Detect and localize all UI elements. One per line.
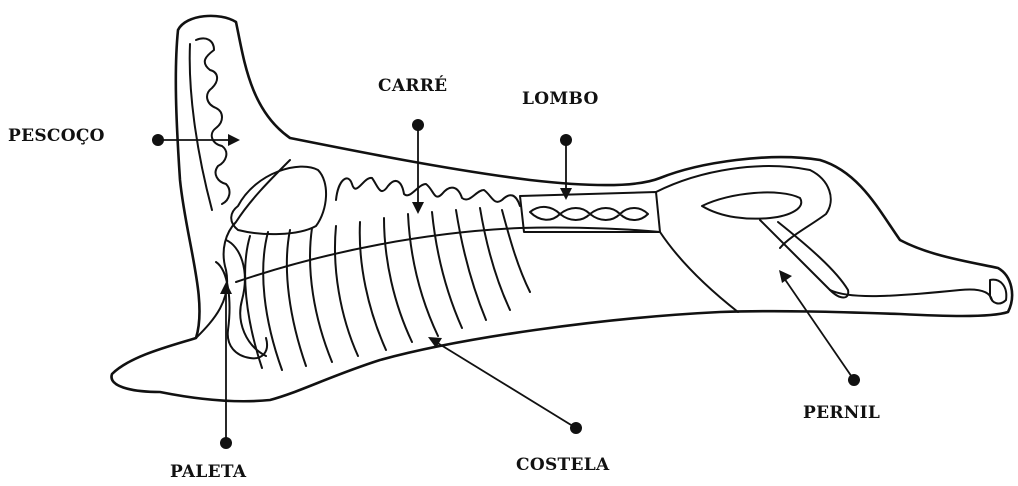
costela-arrow-icon <box>428 337 442 348</box>
pernil-leader <box>784 278 854 380</box>
lombo-arrow-icon <box>560 188 572 200</box>
costela-leader <box>436 342 576 428</box>
label-paleta: PALETA <box>170 462 246 482</box>
label-pernil: PERNIL <box>803 403 880 423</box>
pescoco-arrow-icon <box>228 134 240 146</box>
label-costela: COSTELA <box>516 455 609 475</box>
label-lombo: LOMBO <box>522 89 599 109</box>
carre-arrow-icon <box>412 202 424 214</box>
label-pescoco: PESCOÇO <box>8 126 105 146</box>
paleta-arrow-icon <box>220 282 232 294</box>
label-carre: CARRÉ <box>378 76 447 96</box>
